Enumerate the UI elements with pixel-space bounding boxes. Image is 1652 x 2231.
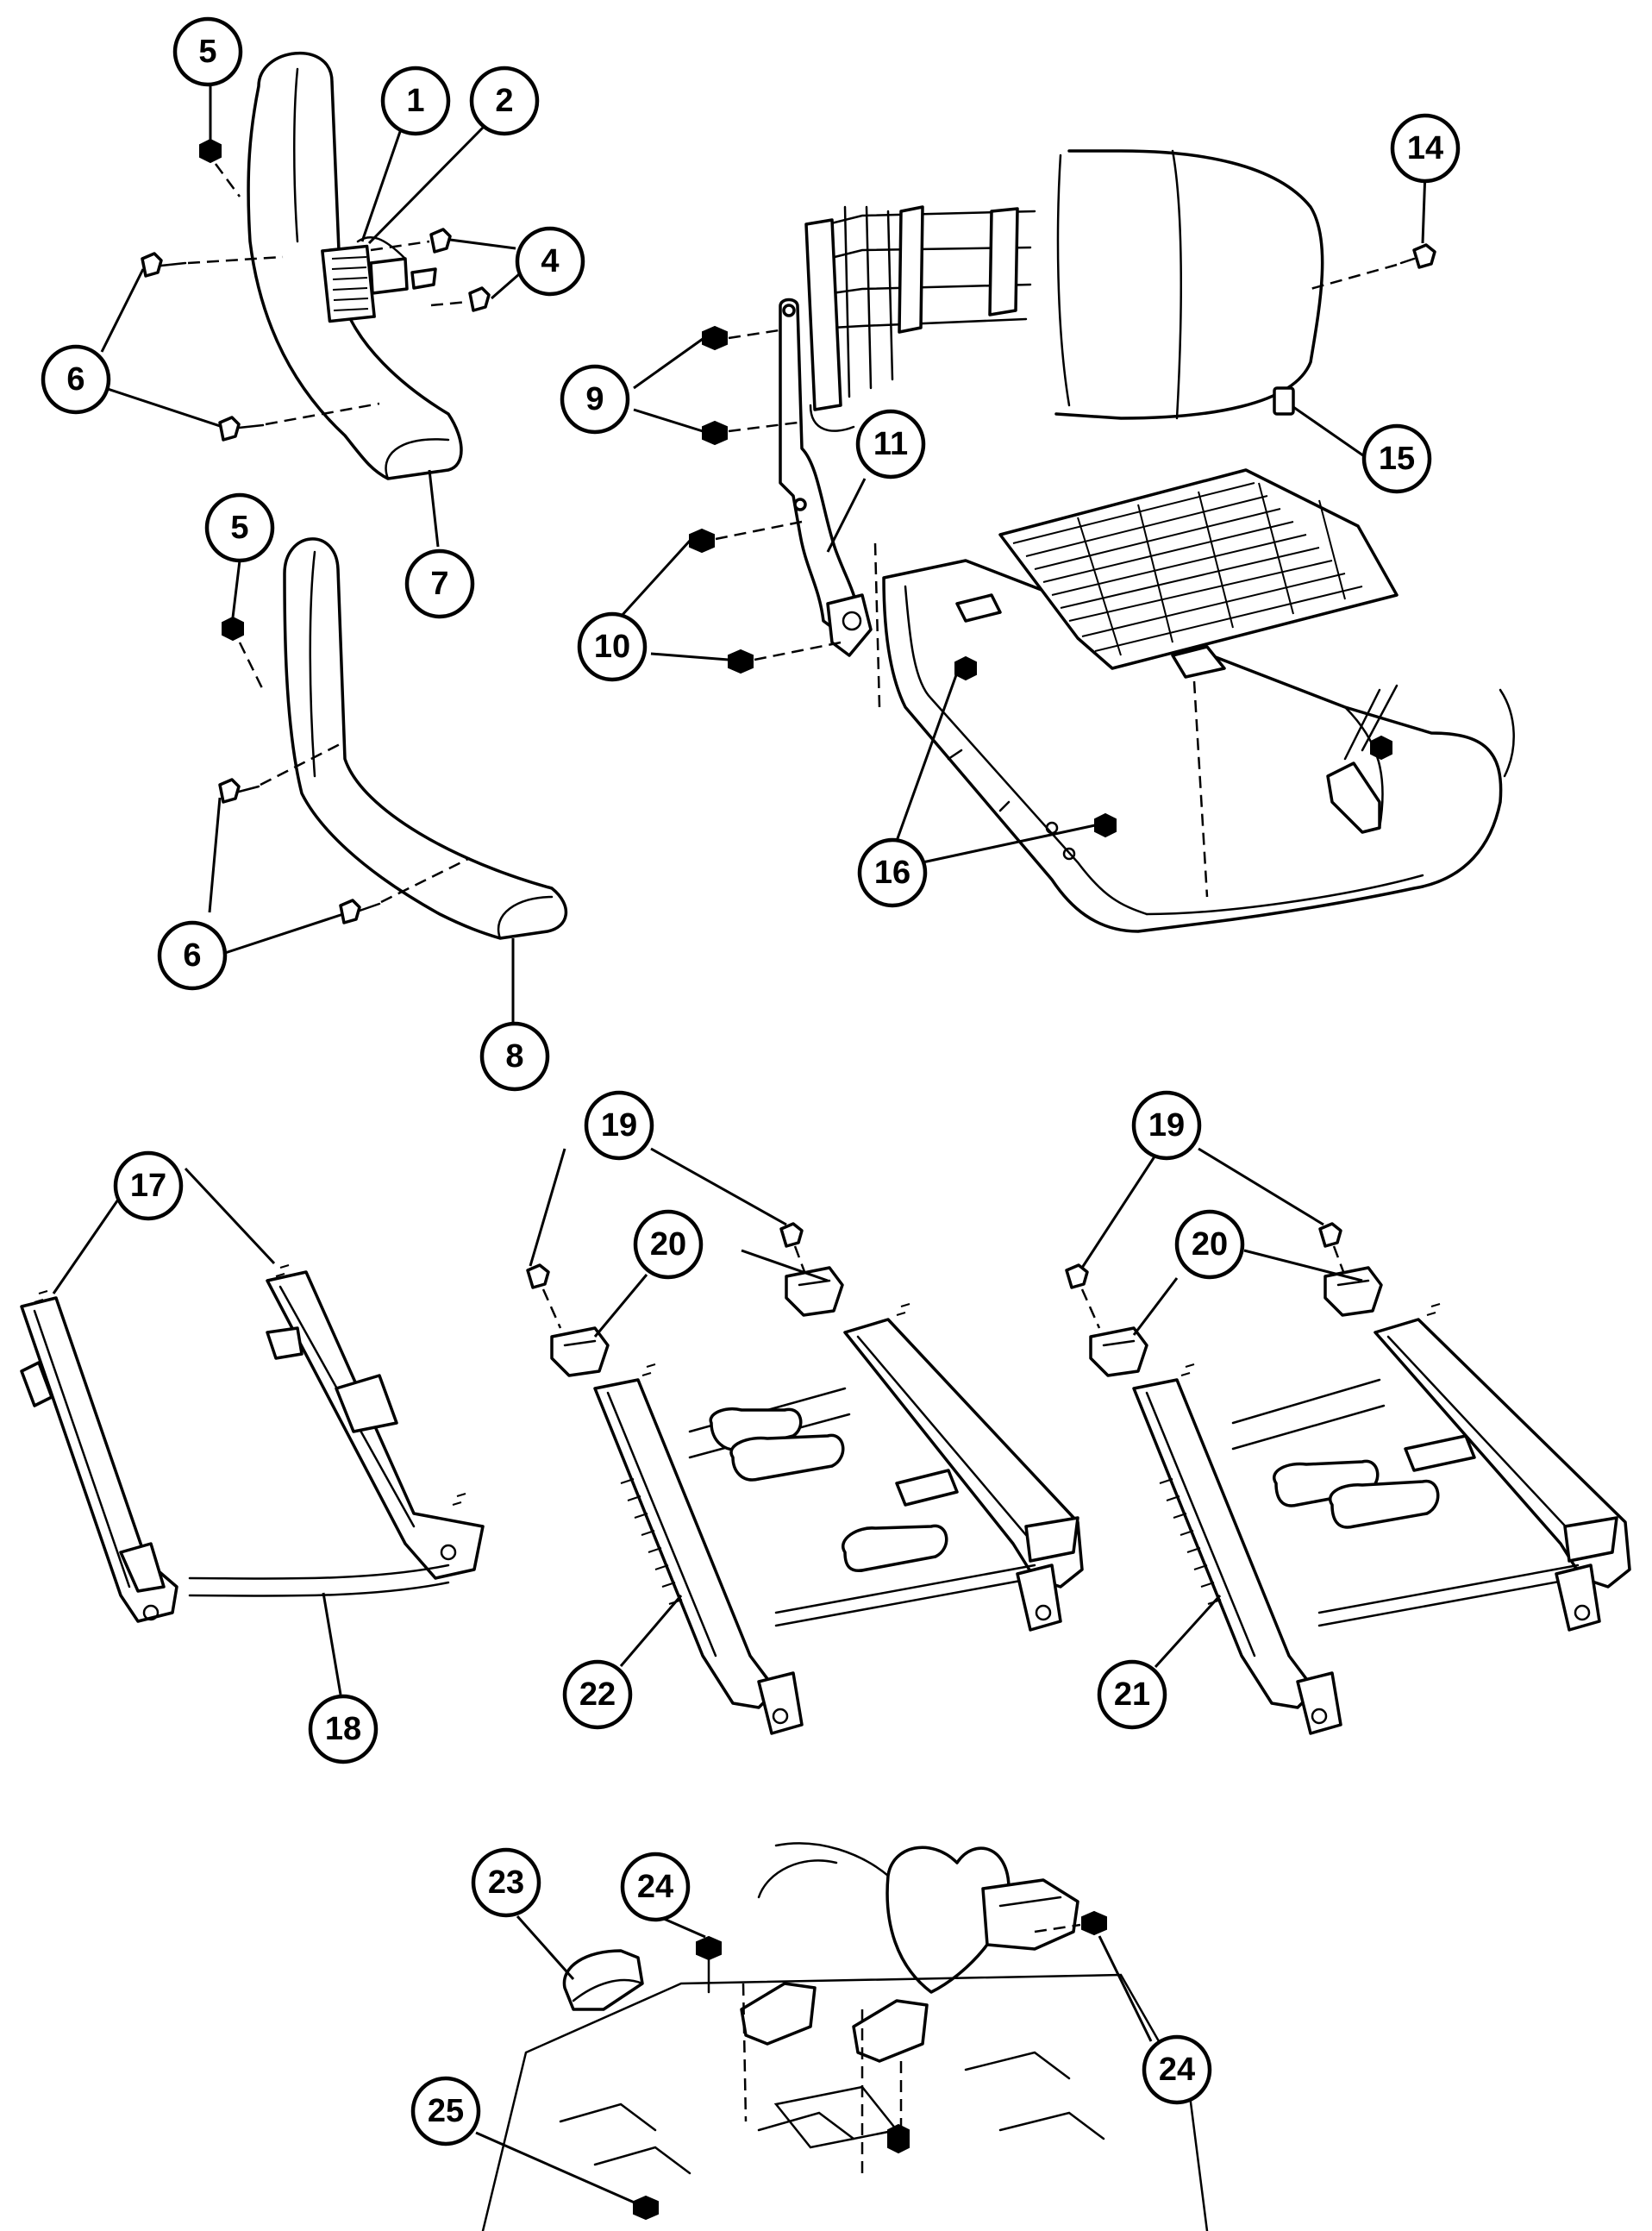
callout-label: 19 — [1148, 1107, 1185, 1144]
callout-16: 16 — [857, 837, 928, 908]
callout-22: 22 — [562, 1659, 633, 1730]
callout-6: 6 — [157, 920, 228, 991]
screw-19b-right — [1318, 1222, 1347, 1277]
power-seat-track-21 — [1132, 1303, 1631, 1735]
screw-5b — [222, 616, 265, 691]
screw-19a-right — [779, 1222, 808, 1277]
callout-label: 21 — [1114, 1676, 1150, 1713]
bolt-24-right — [1034, 1910, 1107, 1936]
callout-label: 6 — [183, 937, 201, 974]
callout-label: 17 — [130, 1168, 166, 1204]
callout-label: 14 — [1407, 130, 1443, 166]
screw-19a-left — [526, 1263, 562, 1329]
callout-label: 11 — [873, 426, 908, 462]
callout-5: 5 — [204, 492, 275, 563]
nut-16a — [954, 655, 977, 681]
callout-label: 19 — [601, 1107, 637, 1144]
callout-label: 5 — [198, 34, 216, 70]
callout-label: 1 — [406, 83, 424, 119]
callout-label: 20 — [650, 1226, 686, 1263]
callout-19: 19 — [584, 1090, 654, 1161]
power-seat-track-22 — [593, 1303, 1084, 1735]
callout-2: 2 — [469, 66, 540, 136]
callout-5: 5 — [172, 16, 243, 87]
callout-11: 11 — [855, 409, 926, 479]
callout-1: 1 — [380, 66, 451, 136]
screw-14 — [1310, 243, 1436, 291]
screws-10 — [689, 520, 842, 674]
callout-9: 9 — [560, 364, 630, 435]
callout-20: 20 — [633, 1209, 704, 1280]
callout-23: 23 — [471, 1847, 541, 1918]
callout-label: 2 — [495, 83, 513, 119]
leader-lines — [52, 85, 1427, 2205]
callout-4: 4 — [515, 226, 585, 297]
callout-label: 8 — [505, 1038, 523, 1075]
bracket-20a-right — [785, 1266, 844, 1317]
callout-label: 9 — [585, 381, 604, 417]
callout-label: 4 — [541, 243, 559, 279]
screws-9 — [702, 325, 798, 446]
callout-label: 6 — [66, 361, 84, 398]
seat-floor-mount — [481, 1842, 1209, 2231]
callout-15: 15 — [1361, 423, 1432, 494]
callout-label: 22 — [579, 1676, 616, 1713]
callout-20: 20 — [1174, 1209, 1245, 1280]
callout-10: 10 — [577, 611, 648, 682]
callout-label: 24 — [637, 1869, 673, 1905]
bolt-24-left — [696, 1935, 722, 1994]
screw-4-lower — [430, 286, 491, 312]
callout-24: 24 — [1142, 2034, 1212, 2105]
seat-cushion-frame — [873, 468, 1515, 933]
clip-15 — [1273, 386, 1295, 416]
callout-label: 18 — [325, 1711, 361, 1747]
callout-18: 18 — [308, 1694, 379, 1764]
callout-label: 23 — [488, 1864, 524, 1901]
seat-back-frame — [804, 149, 1324, 432]
screw-5a — [199, 138, 241, 197]
callout-24: 24 — [620, 1852, 691, 1922]
callout-14: 14 — [1390, 113, 1461, 184]
callout-label: 15 — [1379, 441, 1415, 477]
bracket-20b-left — [1089, 1326, 1148, 1377]
callout-label: 7 — [430, 566, 448, 602]
callout-25: 25 — [410, 2076, 481, 2146]
screw-19b-left — [1065, 1263, 1101, 1329]
armrest-plain — [283, 537, 567, 940]
callout-label: 20 — [1192, 1226, 1228, 1263]
seat-track-manual — [20, 1264, 485, 1623]
callout-21: 21 — [1097, 1659, 1167, 1730]
nut-16c — [1370, 735, 1392, 761]
screw-4-upper — [370, 228, 452, 254]
recliner-hinge — [779, 298, 873, 657]
callout-label: 5 — [230, 510, 248, 546]
bracket-20b-right — [1323, 1266, 1383, 1317]
bracket-20a-left — [550, 1326, 610, 1377]
nut-16b — [1094, 812, 1117, 838]
screw-6b-upper — [218, 740, 346, 804]
screw-6a-upper — [141, 252, 284, 278]
callout-7: 7 — [404, 548, 475, 619]
callout-8: 8 — [479, 1021, 550, 1092]
bolt-25 — [633, 2123, 910, 2221]
callout-label: 16 — [874, 855, 910, 891]
callout-label: 24 — [1159, 2052, 1195, 2088]
callout-label: 25 — [428, 2093, 464, 2129]
armrest-with-switch — [247, 52, 463, 480]
screw-6a-lower — [218, 402, 380, 442]
callout-17: 17 — [113, 1150, 184, 1221]
cover-23 — [562, 1949, 644, 2011]
callout-19: 19 — [1131, 1090, 1202, 1161]
callout-6: 6 — [41, 344, 111, 415]
screw-6b-lower — [339, 856, 471, 924]
callout-label: 10 — [594, 629, 630, 665]
